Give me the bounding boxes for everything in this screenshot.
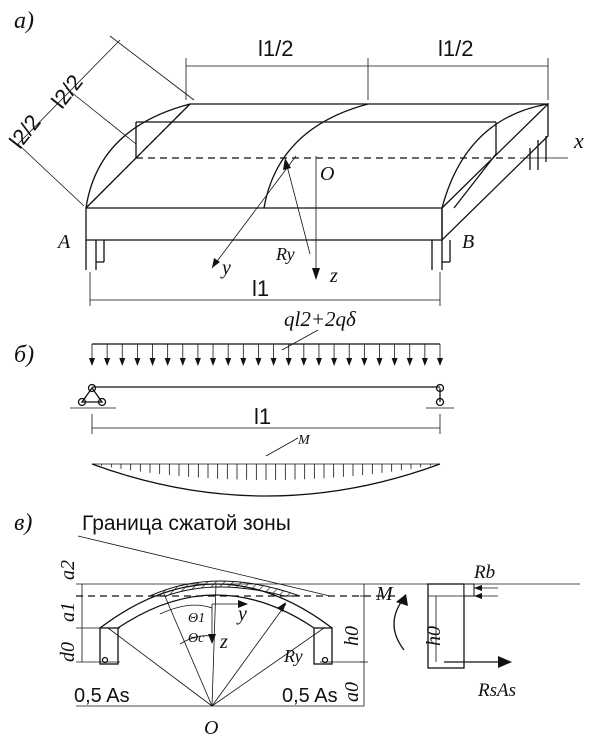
load-arrow-head xyxy=(376,358,383,366)
load-arrow-head xyxy=(255,358,262,366)
column-back-right xyxy=(529,136,547,170)
point-A-label: A xyxy=(56,231,71,253)
load-label: ql2+2qδ xyxy=(284,307,357,331)
z-axis-label-c: z xyxy=(219,631,228,653)
rb-label: Rb xyxy=(473,562,495,583)
part-c-section xyxy=(76,535,580,707)
load-arrow-head xyxy=(437,358,443,366)
load-arrow-head xyxy=(119,358,126,366)
compressed-zone-title: Граница сжатой зоны xyxy=(82,512,291,535)
vault-arc-left xyxy=(85,103,191,209)
dim-l1-half-1: l1/2 xyxy=(258,36,293,61)
load-arrow-head xyxy=(134,358,141,366)
slab-side-face xyxy=(441,102,549,242)
load-arrow-head xyxy=(315,358,322,366)
dim-a0-label: a0 xyxy=(341,682,363,702)
compressed-zone-leader xyxy=(77,535,331,597)
part-c-label: в) xyxy=(14,510,32,536)
moment-label-c: M xyxy=(375,583,394,605)
support-left xyxy=(70,383,116,409)
load-arrow-head xyxy=(104,358,111,366)
rebar-left-label: 0,5 As xyxy=(74,685,130,707)
column-A xyxy=(85,240,105,270)
origin-label-c: O xyxy=(204,717,218,739)
y-axis-label-a: y xyxy=(220,257,231,279)
part-a-label: a) xyxy=(14,8,34,34)
dim-l1-half-2: l1/2 xyxy=(438,36,473,61)
load-arrow-head xyxy=(391,358,398,366)
rebar-right xyxy=(321,656,329,664)
stress-block xyxy=(427,583,465,669)
y-axis-label-c: y xyxy=(236,603,247,625)
compression-block xyxy=(463,583,475,597)
moment-arrow-c xyxy=(393,597,405,651)
origin-label-a: O xyxy=(320,163,334,185)
y-axis-arrow-a xyxy=(212,258,220,268)
load-arrow-head xyxy=(406,358,413,366)
load-arrows xyxy=(89,344,443,366)
x-axis-label: x xyxy=(573,128,584,153)
y-axis-line-a xyxy=(211,155,297,269)
slab-front-face xyxy=(85,207,443,241)
part-b-beam xyxy=(70,329,454,497)
radius-label-c: Ry xyxy=(283,646,303,666)
column-B xyxy=(431,240,451,270)
load-arrow-head xyxy=(179,358,186,366)
part-b-label: б) xyxy=(14,342,34,368)
point-B-label: B xyxy=(462,231,474,253)
load-arrow-head xyxy=(164,358,171,366)
hidden-line-left xyxy=(85,103,191,209)
rib-right xyxy=(313,627,333,665)
load-arrow-head xyxy=(194,358,201,366)
inner-rib-diag xyxy=(453,153,497,209)
thetac-label: Θc xyxy=(188,631,205,646)
load-arrow-head xyxy=(331,358,338,366)
load-arrow-head xyxy=(270,358,277,366)
z-axis-label-a: z xyxy=(329,265,338,287)
dim-d0-label: d0 xyxy=(57,642,79,662)
z-axis-arrow-a xyxy=(312,268,320,280)
dim-l2-half-1: l2/2 xyxy=(46,70,88,113)
radius-label-a: Ry xyxy=(275,244,295,264)
load-arrow-head xyxy=(285,358,292,366)
dim-h0-label-1: h0 xyxy=(341,626,363,646)
load-arrow-head xyxy=(149,358,156,366)
radius-line-a xyxy=(285,161,311,255)
dim-a1-label: a1 xyxy=(57,602,79,622)
moment-label-b: M xyxy=(297,433,311,448)
load-arrow-head xyxy=(421,358,428,366)
moment-hatch xyxy=(101,464,431,480)
load-arrow-head xyxy=(225,358,232,366)
load-arrow-head xyxy=(210,358,217,366)
load-arrow-head xyxy=(300,358,307,366)
compressed-zone-hatch xyxy=(149,580,301,597)
dim-l1-bottom-label: l1 xyxy=(252,276,269,301)
dim-l2-half-2: l2/2 xyxy=(4,110,46,153)
dim-h0-label-2: h0 xyxy=(423,626,445,646)
dim-l1-beam-label: l1 xyxy=(254,404,271,429)
load-arrow-head xyxy=(89,358,95,366)
load-arrow-head xyxy=(240,358,247,366)
load-leader xyxy=(281,329,319,351)
vault-arc-middle xyxy=(263,103,369,209)
moment-curve xyxy=(91,463,441,497)
rebar-right-label: 0,5 As xyxy=(282,685,338,707)
radius-arrow-a xyxy=(283,158,291,170)
load-arrow-head xyxy=(361,358,368,366)
rsas-label: RsAs xyxy=(477,680,516,701)
dim-a2-label: a2 xyxy=(57,560,79,580)
dim-l2-diagonal xyxy=(17,39,121,145)
moment-leader xyxy=(265,437,299,457)
load-arrow-head xyxy=(346,358,353,366)
theta1-label: Θ1 xyxy=(188,611,205,626)
support-right xyxy=(426,383,454,409)
text-labels: a) б) в) l2/2 l2/2 l1/2 l1/2 x O A B y R… xyxy=(4,8,584,739)
rib-left xyxy=(99,627,119,665)
vault-arc-right xyxy=(441,103,549,209)
rebar-left xyxy=(101,656,109,664)
part-a-shell xyxy=(17,35,568,306)
